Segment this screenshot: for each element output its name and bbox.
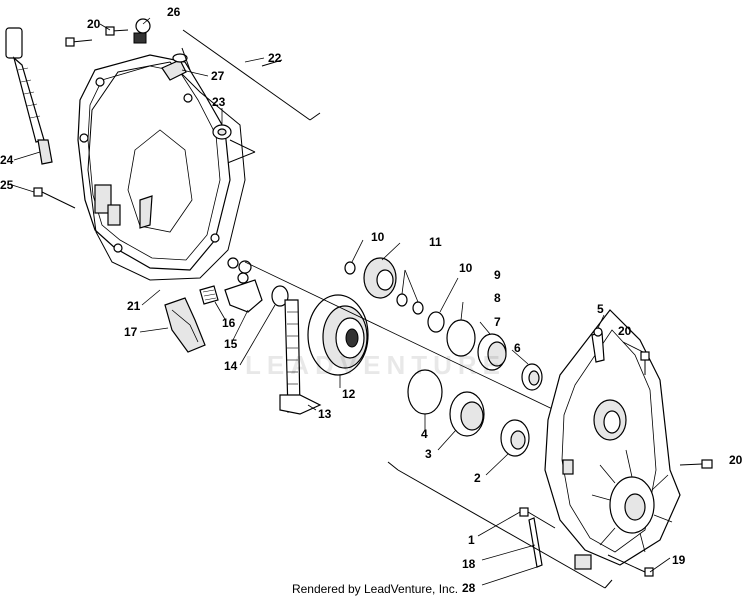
watermark: LEADVENTURE [245,350,507,380]
screw-19 [607,554,654,577]
label-4: 4 [421,427,428,441]
screw-25 [33,187,76,209]
cover-gasket [87,61,246,281]
pin-28 [528,517,543,568]
seal-6 [521,363,543,391]
label-19: 19 [672,553,686,567]
callout-bracket-1 [387,461,613,589]
render-credit: Rendered by LeadVenture, Inc. [291,582,459,596]
label-20-top: 20 [87,17,101,31]
label-22: 22 [268,51,282,65]
label-11: 11 [429,235,442,249]
label-5: 5 [597,302,604,316]
label-8: 8 [494,291,501,305]
leader-lines [11,17,671,586]
oring-9 [427,311,445,333]
clip-26 [133,18,151,44]
label-17: 17 [124,325,138,339]
top-screw-20 [65,26,129,47]
label-18: 18 [462,557,476,571]
label-15: 15 [224,337,238,351]
chain-tensioner [199,257,289,313]
label-10-top: 10 [371,230,385,244]
fitting-5 [591,327,605,363]
label-28: 28 [462,581,476,595]
outer-clutch-cover [77,54,231,271]
label-9: 9 [494,268,501,282]
label-1: 1 [468,533,475,547]
label-21: 21 [127,299,141,313]
bearing-7 [477,333,507,371]
chain-guide-17 [164,297,206,353]
label-23: 23 [212,95,226,109]
label-7: 7 [494,315,501,329]
label-27: 27 [211,69,225,83]
label-25: 25 [0,178,14,192]
label-10-mid: 10 [459,261,473,275]
bearing-3 [449,391,485,437]
label-16: 16 [222,316,236,330]
part-labels: 26 20 22 27 23 24 25 21 17 16 15 14 10 1… [0,5,743,595]
label-6: 6 [514,341,521,355]
seal-2 [500,419,530,457]
screw-20-right-lower [679,459,713,469]
breather-plug-27 [161,47,191,81]
speed-sensor-24 [5,27,53,165]
label-14: 14 [224,359,238,373]
assembly-axis [244,261,566,416]
seal-23 [212,124,232,140]
label-2: 2 [474,471,481,485]
label-24: 24 [0,153,14,167]
drive-chain-13 [279,299,322,415]
screw-20-right-upper [640,351,650,375]
label-20-right: 20 [618,324,632,338]
driven-sprocket-12 [307,294,369,376]
label-12: 12 [342,387,356,401]
label-3: 3 [425,447,432,461]
chaincase-housing-1 [544,309,681,570]
label-26: 26 [167,5,181,19]
bolt-18 [519,507,556,529]
label-20-far-right: 20 [729,453,743,467]
label-13: 13 [318,407,332,421]
